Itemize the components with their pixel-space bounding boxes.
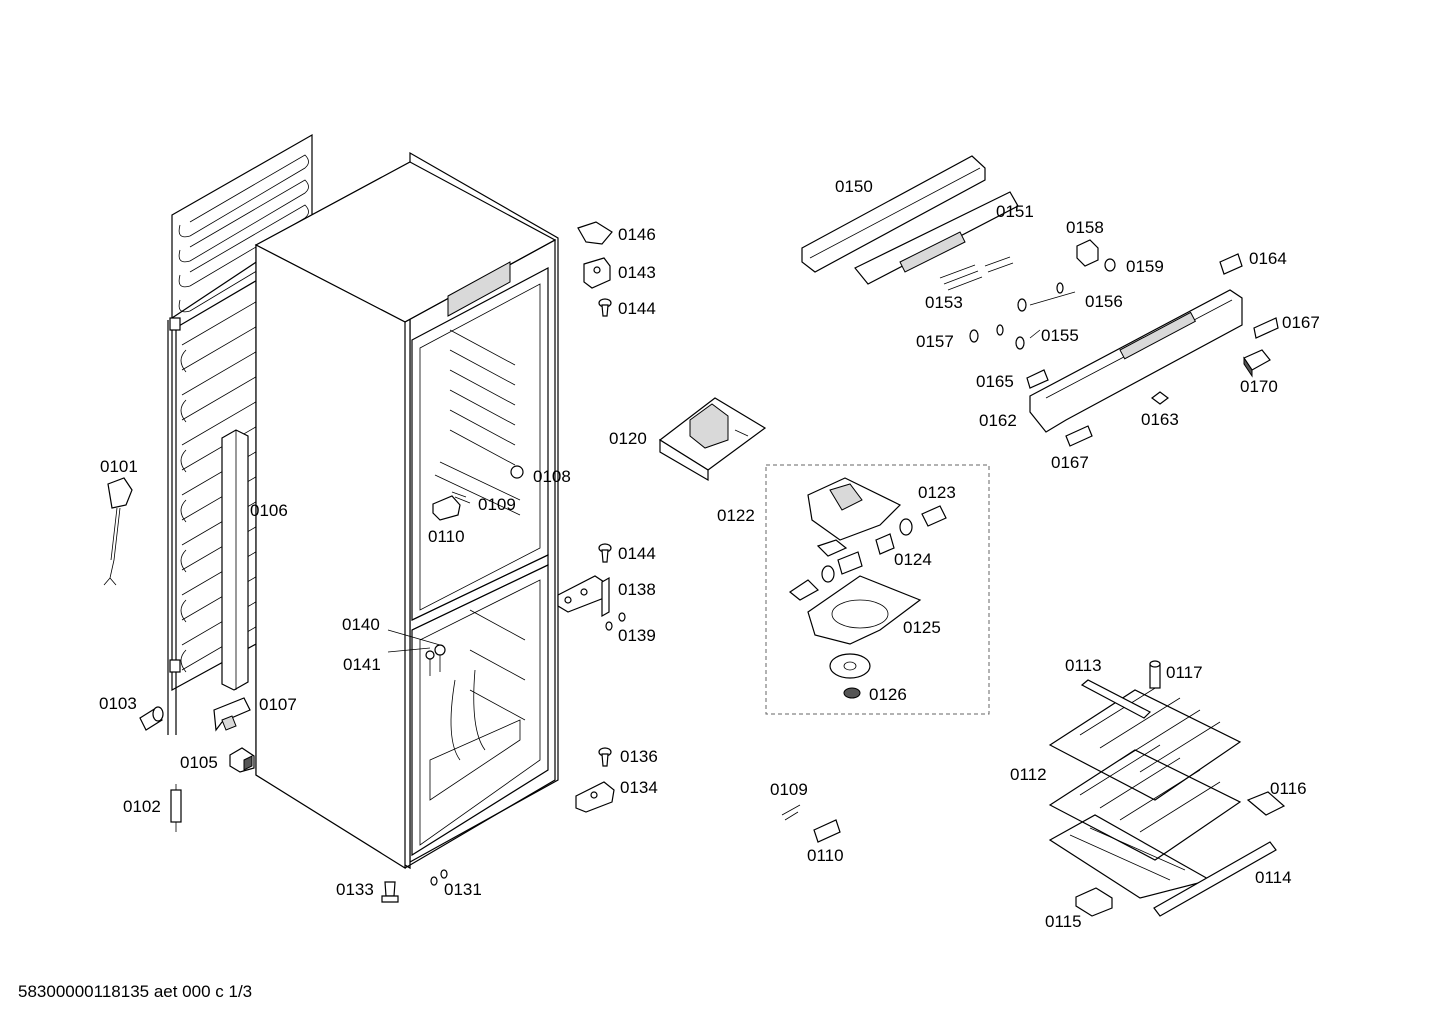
label-0162: 0162 [979,411,1017,430]
part-0150-control-cover [801,155,986,273]
label-0134: 0134 [620,778,658,797]
label-0120: 0120 [609,429,647,448]
label-0102: 0102 [123,797,161,816]
part-0112-evaporator [1048,684,1242,899]
part-0164-clip [1219,253,1243,275]
label-0113: 0113 [1065,656,1102,675]
part-0122-fan-assembly-group [765,464,990,715]
label-0167-top: 0167 [1282,313,1320,332]
part-0167-strip-bottom [1065,425,1093,447]
part-0144-bolt-mid [598,543,612,563]
label-0136: 0136 [620,747,658,766]
label-0112: 0112 [1010,765,1047,784]
part-0115-clip [1075,887,1113,917]
part-0138-middle-hinge [557,575,610,618]
label-0165: 0165 [976,372,1014,391]
label-0170: 0170 [1240,377,1278,396]
part-0156-0155-0157-lamps [969,282,1076,350]
drawing-id-footer: 58300000118135 aet 000 c 1/3 [18,982,252,1001]
part-0103-bushing [139,706,164,731]
label-0110-spare: 0110 [807,846,844,865]
label-0146: 0146 [618,225,656,244]
label-0117: 0117 [1166,663,1203,682]
part-0109-0110-light [432,491,471,521]
part-0159-cap [1104,258,1116,272]
label-0126: 0126 [869,685,907,704]
part-0107-bracket [213,697,251,732]
part-0131-caps [430,869,448,886]
part-0165-clip [1026,369,1049,389]
part-0101-power-cord [103,477,133,586]
part-0102-dryer [170,784,182,832]
label-0107: 0107 [259,695,297,714]
label-0115: 0115 [1045,912,1082,931]
label-0144-mid: 0144 [618,544,656,563]
part-0117-sleeve [1149,660,1161,689]
part-0109-0110-spare-lamp [781,804,841,843]
label-0155: 0155 [1041,326,1079,345]
label-0153: 0153 [925,293,963,312]
part-0146-cap [577,221,613,245]
label-0139: 0139 [618,626,656,645]
part-0151-control-board [854,191,1019,285]
label-0105: 0105 [180,753,218,772]
label-0108: 0108 [533,467,571,486]
label-0106: 0106 [250,501,288,520]
part-0163-insert [1151,391,1169,405]
label-0131: 0131 [444,880,482,899]
label-0116: 0116 [1270,779,1307,798]
part-0120-thermostat-housing [658,397,767,482]
label-0144-top: 0144 [618,299,656,318]
part-0113-pipe [1080,679,1152,719]
label-0164: 0164 [1249,249,1287,268]
part-0116-holder [1246,791,1286,816]
part-0167-strip-top [1253,317,1279,339]
label-0158: 0158 [1066,218,1104,237]
part-0106-drain-channel [221,429,249,691]
part-number-labels: 0101 0103 0105 0102 0106 0107 0108 0109 … [99,177,1320,931]
part-0162-handle-bar [1029,289,1243,433]
label-0159: 0159 [1126,257,1164,276]
label-0163: 0163 [1141,410,1179,429]
label-0141: 0141 [343,655,381,674]
part-0144-bolt-top [598,298,612,317]
label-0109-spare: 0109 [770,780,808,799]
part-0134-bottom-hinge [575,781,615,813]
label-0101: 0101 [100,457,138,476]
part-0105-cover [229,747,255,773]
label-0143: 0143 [618,263,656,282]
part-0140-0141-valves [387,629,446,676]
part-0136-bolt [598,747,612,767]
part-0158-knob [1076,239,1099,267]
label-0133: 0133 [336,880,374,899]
label-0124: 0124 [894,550,932,569]
label-0138: 0138 [618,580,656,599]
label-0123: 0123 [918,483,956,502]
label-0122: 0122 [717,506,755,525]
label-0114: 0114 [1255,868,1292,887]
fridge-cabinet [254,151,559,870]
label-0151: 0151 [996,202,1034,221]
label-0109: 0109 [478,495,516,514]
label-0150: 0150 [835,177,873,196]
label-0125: 0125 [903,618,941,637]
label-0140: 0140 [342,615,380,634]
label-0103: 0103 [99,694,137,713]
label-0156: 0156 [1085,292,1123,311]
part-0139-washers [605,612,626,631]
part-0114-rail [1153,841,1277,917]
label-0167-bottom: 0167 [1051,453,1089,472]
part-0143-top-hinge [583,257,611,289]
label-0157: 0157 [916,332,954,351]
part-0170-block [1243,349,1271,378]
part-0153-buttons [939,256,1014,291]
label-0110: 0110 [428,527,465,546]
part-0133-screw [381,881,399,903]
